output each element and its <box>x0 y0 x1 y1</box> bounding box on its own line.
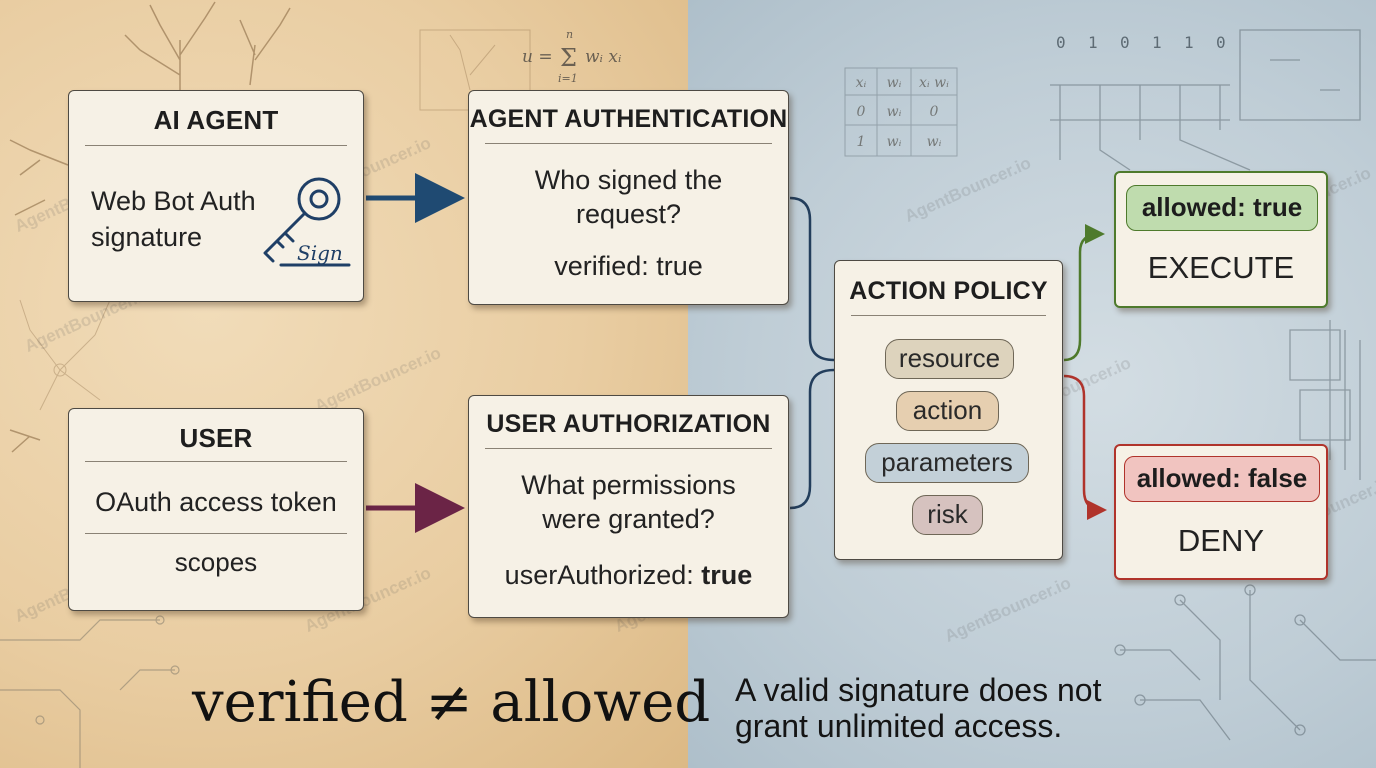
math-table: xᵢ wᵢ xᵢ wᵢ 0 wᵢ 0 1 wᵢ wᵢ <box>856 75 950 150</box>
math-table-cell: 1 <box>857 134 866 150</box>
user-authorized-result: userAuthorized: true <box>469 558 788 592</box>
policy-item-risk: risk <box>912 495 983 535</box>
formula-upper-limit: n <box>566 28 573 41</box>
math-table-cell: 0 <box>930 104 939 120</box>
policy-to-execute-connector <box>1063 224 1105 362</box>
signature-note: A valid signature does not grant unlimit… <box>735 672 1155 744</box>
user-authorization-box: USER AUTHORIZATION What permissions were… <box>468 395 789 618</box>
user-authorized-key: userAuthorized: <box>504 560 694 590</box>
authentication-to-policy-connector <box>789 196 835 362</box>
verified-result: verified: true <box>554 251 703 281</box>
ai-agent-divider <box>85 145 347 146</box>
policy-item-resource: resource <box>885 339 1014 379</box>
key-sign-label: Sign <box>297 241 343 265</box>
user-scopes: scopes <box>174 547 258 577</box>
action-policy-box: ACTION POLICY resource action parameters… <box>834 260 1063 560</box>
binary-digit: 0 <box>1216 33 1226 52</box>
binary-digit: 0 <box>1056 33 1066 52</box>
deny-label: DENY <box>1177 523 1265 558</box>
binary-digits: 0 1 0 1 1 0 <box>1056 33 1226 52</box>
user-oauth-token: OAuth access token <box>95 487 337 517</box>
user-divider-bottom <box>85 533 347 534</box>
user-title: USER <box>179 423 253 453</box>
signature-note-line-2: grant unlimited access. <box>735 708 1063 744</box>
agent-authentication-question-line-1: Who signed the <box>534 165 723 195</box>
allowed-false-badge: allowed: false <box>1124 456 1320 502</box>
execute-box: allowed: true EXECUTE <box>1114 171 1328 308</box>
circuit-traces-right <box>1050 29 1376 741</box>
agent-authentication-question: Who signed the request? <box>469 163 788 231</box>
ai-agent-title: AI AGENT <box>153 105 279 135</box>
policy-item-parameters: parameters <box>865 443 1029 483</box>
ai-agent-signature-text: Web Bot Auth signature <box>91 183 256 255</box>
policy-item-action: action <box>896 391 999 431</box>
user-authorization-divider <box>485 448 772 449</box>
policy-to-deny-connector <box>1063 374 1107 520</box>
binary-digit: 0 <box>1120 33 1130 52</box>
binary-digit: 1 <box>1184 33 1194 52</box>
branch-sketch <box>9 1 291 453</box>
math-table-header-x: xᵢ <box>856 75 867 91</box>
tagline-allowed: allowed <box>490 670 711 735</box>
math-table-header-xw: xᵢ wᵢ <box>919 75 949 91</box>
binary-digit: 1 <box>1152 33 1162 52</box>
math-table-cell: wᵢ <box>927 134 942 150</box>
math-table-cell: 0 <box>857 104 866 120</box>
formula-lhs: u = <box>522 47 553 67</box>
binary-digit: 1 <box>1088 33 1098 52</box>
deny-box: allowed: false DENY <box>1114 444 1328 580</box>
tagline-not-equal-symbol: ≠ <box>425 670 473 735</box>
formula-term: wᵢ xᵢ <box>585 47 621 67</box>
ai-agent-box: AI AGENT Web Bot Auth signature Sign <box>68 90 364 302</box>
user-divider-top <box>85 461 347 462</box>
math-table-header-w: wᵢ <box>887 75 902 91</box>
action-policy-title: ACTION POLICY <box>849 277 1048 305</box>
circuit-traces-left <box>0 615 180 768</box>
user-box: USER OAuth access token scopes <box>68 408 364 611</box>
user-authorized-value: true <box>701 560 753 590</box>
agent-authentication-question-line-2: request? <box>575 199 682 229</box>
action-policy-divider <box>851 315 1046 316</box>
user-authorization-question-line-2: were granted? <box>542 504 715 534</box>
key-icon: Sign <box>263 177 351 267</box>
agent-authentication-title: AGENT AUTHENTICATION <box>469 105 788 133</box>
ai-agent-line-1: Web Bot Auth <box>91 186 256 216</box>
signature-note-line-1: A valid signature does not <box>735 672 1102 708</box>
neuron-formula: u = Σ n i=1 wᵢ xᵢ <box>522 28 621 85</box>
agent-authentication-divider <box>485 143 772 144</box>
agent-authentication-box: AGENT AUTHENTICATION Who signed the requ… <box>468 90 789 305</box>
math-table-cell: wᵢ <box>887 134 902 150</box>
formula-sum-symbol: Σ <box>560 44 577 72</box>
user-authorization-title: USER AUTHORIZATION <box>486 410 771 438</box>
user-authorization-question: What permissions were granted? <box>469 468 788 536</box>
tagline-verified: verified <box>192 670 408 735</box>
execute-label: EXECUTE <box>1147 250 1295 285</box>
ai-agent-line-2: signature <box>91 222 203 252</box>
formula-lower-limit: i=1 <box>558 72 578 85</box>
math-table-grid <box>844 67 958 157</box>
authorization-to-policy-connector <box>789 368 835 510</box>
verified-not-equal-allowed-tagline: verified ≠ allowed <box>192 670 710 735</box>
allowed-true-badge: allowed: true <box>1126 185 1318 231</box>
math-table-cell: wᵢ <box>887 104 902 120</box>
user-authorization-question-line-1: What permissions <box>521 470 736 500</box>
